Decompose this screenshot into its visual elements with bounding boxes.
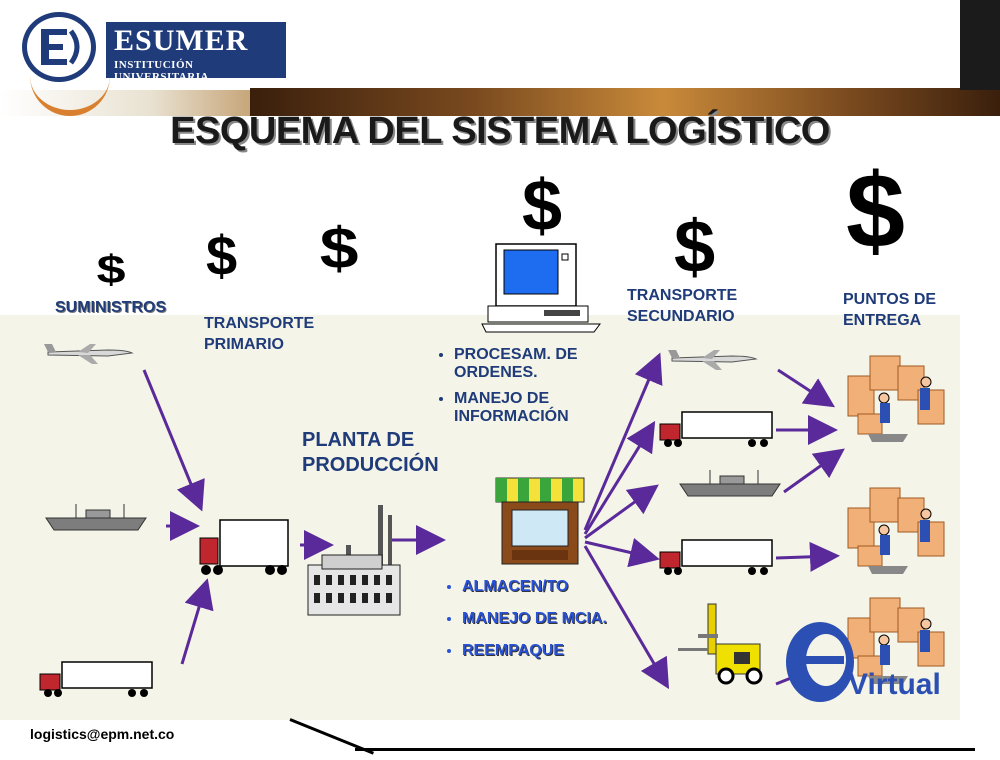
label-line: TRANSPORTE (627, 287, 738, 304)
dollar-sign-2: $ (206, 224, 238, 287)
delivery-workers-icon-2 (847, 487, 945, 575)
footer-divider-line (355, 748, 975, 751)
secondary-ship-icon (679, 469, 781, 497)
bullet-item: MANEJO DE MCIA. (462, 610, 668, 628)
delivery-workers-icon-1 (847, 355, 945, 443)
dollar-sign-5: $ (674, 205, 716, 288)
bullet-item: ALMACEN/TO (462, 578, 668, 596)
secondary-plane-icon (667, 349, 757, 371)
virtual-logo-text: Virtual (848, 668, 941, 701)
computer-icon (481, 243, 601, 333)
warehouse-icon (495, 477, 585, 565)
orange-arc-decoration (30, 70, 110, 116)
dollar-sign-1: $ (96, 248, 126, 292)
logo-emblem-icon (22, 12, 96, 82)
logo-wordmark: ESUMER INSTITUCIÓN UNIVERSITARIA (106, 22, 286, 83)
dollar-sign-6: $ (846, 152, 905, 270)
bullet-item: PROCESAM. DE ORDENES. (454, 346, 630, 382)
label-line: TRANSPORTE (204, 315, 315, 332)
header-dark-corner (960, 0, 1000, 90)
page-title: ESQUEMA DEL SISTEMA LOGÍSTICO (170, 110, 830, 152)
storage-bullets: ALMACEN/TO MANEJO DE MCIA. REEMPAQUE (448, 578, 668, 674)
dollar-sign-4: $ (522, 166, 563, 246)
virtual-e-icon (786, 622, 854, 702)
label-line: SECUNDARIO (627, 307, 735, 325)
label-line: PRIMARIO (204, 335, 284, 353)
secondary-truck-icon-2 (659, 539, 773, 576)
header-photo-strip (250, 88, 1000, 116)
label-suministros: SUMINISTROS (55, 299, 167, 316)
supply-truck-icon (39, 661, 153, 698)
supply-ship-icon (45, 503, 147, 531)
secondary-truck-icon-1 (659, 411, 773, 448)
label-puntos-entrega: PUNTOS DE ENTREGA (843, 290, 936, 332)
forklift-icon (678, 603, 763, 685)
label-planta: PLANTA DE PRODUCCIÓN (302, 428, 439, 478)
primary-truck-icon (199, 519, 289, 575)
virtual-logo: Virtual (780, 610, 950, 710)
brand-name: ESUMER (114, 24, 249, 57)
label-line: ENTREGA (843, 311, 922, 329)
bullet-item: MANEJO DE INFORMACIÓN (454, 390, 630, 426)
esumer-logo: ESUMER INSTITUCIÓN UNIVERSITARIA (22, 12, 292, 83)
footer-email[interactable]: logistics@epm.net.co (30, 726, 175, 742)
supply-plane-icon (43, 343, 133, 365)
brand-subtitle: INSTITUCIÓN UNIVERSITARIA (114, 59, 209, 83)
label-line: PUNTOS DE (843, 291, 937, 308)
label-transporte-primario: TRANSPORTE PRIMARIO (204, 314, 314, 356)
info-bullets: PROCESAM. DE ORDENES. MANEJO DE INFORMAC… (440, 346, 630, 434)
factory-icon (307, 505, 401, 616)
label-line: PRODUCCIÓN (302, 454, 439, 476)
bullet-item: REEMPAQUE (462, 642, 668, 660)
dollar-sign-3: $ (319, 216, 359, 281)
label-transporte-secundario: TRANSPORTE SECUNDARIO (627, 286, 737, 328)
label-line: PLANTA DE (302, 429, 415, 451)
